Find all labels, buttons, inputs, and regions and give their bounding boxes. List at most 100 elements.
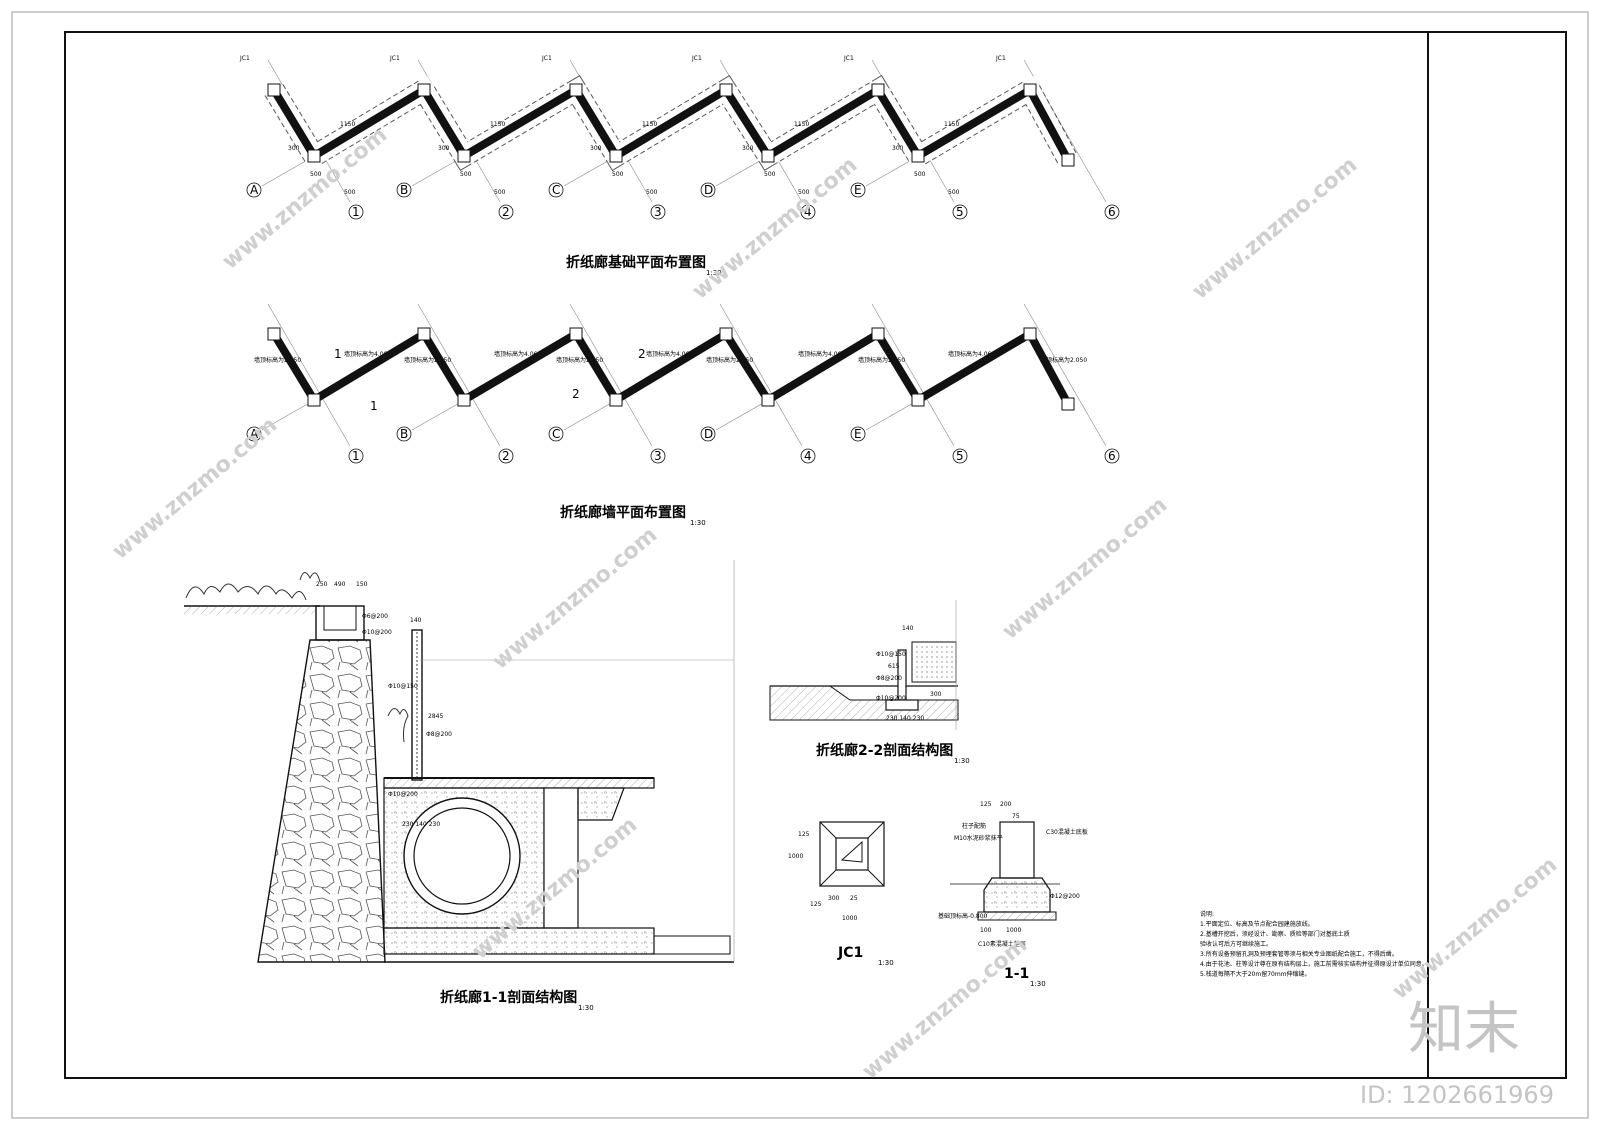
- dim-500: 500: [460, 171, 472, 178]
- axis-bubble-E: [850, 426, 866, 442]
- outer-frame: [11, 11, 1589, 1119]
- wall-plan-title: 折纸廊墙平面布置图: [560, 504, 686, 521]
- watermark-site-8: www.znzmo.com: [858, 933, 1032, 1085]
- planting-symbols-2: [299, 572, 321, 583]
- s22-rebar-b: Φ8@200: [876, 675, 902, 682]
- axis-bubble-6: [1104, 204, 1120, 220]
- d11-base-elev: 基础顶标高-0.800: [938, 912, 988, 920]
- jc1-dim-125: 125: [798, 831, 810, 838]
- d11-dims-top: 125: [980, 801, 992, 808]
- axis-line-number: [871, 303, 955, 447]
- section-marker-1-bottom: 1: [370, 399, 378, 413]
- jc1-tag: JC1: [995, 55, 1006, 62]
- detail-1-1-scale: 1:30: [1030, 980, 1046, 988]
- section-marker-1-top: 1: [334, 347, 342, 361]
- dim-300: 300: [288, 145, 300, 152]
- s22-soil: [769, 685, 959, 721]
- dim-300: 300: [590, 145, 602, 152]
- watermark-site-5: www.znzmo.com: [488, 523, 662, 675]
- deck-slab: [383, 777, 655, 789]
- wall-plan-scale: 1:30: [690, 519, 706, 527]
- coping-planter: [315, 605, 365, 641]
- axis-label-E: E: [854, 183, 862, 197]
- column-node: [1023, 83, 1037, 97]
- dim-500: 500: [798, 189, 810, 196]
- dim-500: 500: [494, 189, 506, 196]
- wall-top-high: 墙顶标高为4.060: [646, 350, 693, 358]
- wall-top-high: 墙顶标高为4.060: [344, 350, 391, 358]
- dim-500: 500: [914, 171, 926, 178]
- column-node: [609, 149, 623, 163]
- s22-planter: [911, 641, 957, 683]
- axis-line-number: [719, 303, 803, 447]
- section-2-2: 140 Φ10@150 615 Φ8@200 Φ10@200 300 230 1…: [769, 600, 959, 730]
- d11-c30: C30混凝土底板: [1046, 828, 1088, 836]
- general-notes: 说明: 1.平面定位、标高及节点配合园建施放线。 2.基槽开挖后，须经设计、勘察…: [1200, 910, 1428, 978]
- axis-label-4: 4: [804, 449, 812, 463]
- column-node: [609, 393, 623, 407]
- dim-250: 250: [316, 581, 328, 588]
- jc1-diag-3: [819, 869, 837, 887]
- s22-rebar-c: Φ10@200: [876, 695, 906, 702]
- watermark-site-9: www.znzmo.com: [1388, 853, 1562, 1005]
- axis-label-1: 1: [352, 449, 360, 463]
- beam-haunch: [577, 787, 625, 821]
- column-node: [267, 83, 281, 97]
- axis-label-B: B: [400, 427, 408, 441]
- foundation-plan-scale: 1:30: [706, 269, 722, 277]
- section-2-2-title: 折纸廊2-2剖面结构图: [816, 742, 953, 759]
- dim-500: 500: [646, 189, 658, 196]
- column-node: [307, 149, 321, 163]
- axis-label-B: B: [400, 183, 408, 197]
- note-line-5: 4.由于花池、柱等设计尊在原有结构层上，施工前需核实结构并征得原设计单位同意。: [1200, 960, 1428, 968]
- coping-planter-inner: [323, 605, 357, 631]
- d11-bed: [977, 911, 1057, 921]
- axis-label-A: A: [250, 427, 259, 441]
- wall-top-low: 墙顶标高为2.050: [254, 356, 301, 364]
- jc1-outer: [819, 821, 885, 887]
- planting-symbols: [185, 583, 307, 601]
- s22-dim-615: 615: [888, 663, 900, 670]
- axis-bubble-A: [246, 182, 262, 198]
- column-node: [457, 393, 471, 407]
- dim-300: 300: [742, 145, 754, 152]
- jc1-dim-1000-h: 1000: [842, 915, 857, 922]
- dim-500: 500: [310, 171, 322, 178]
- detail-1-1-title: 1-1: [1004, 966, 1029, 982]
- axis-bubble-E: [850, 182, 866, 198]
- column-node: [761, 149, 775, 163]
- jc1-tag: JC1: [843, 55, 854, 62]
- section-marker-2-top: 2: [638, 347, 646, 361]
- d11-rebar: Φ12@200: [1050, 893, 1080, 900]
- dim-300: 300: [892, 145, 904, 152]
- axis-bubble-5: [952, 448, 968, 464]
- wall-line: [270, 84, 1072, 162]
- axis-label-3: 3: [654, 205, 662, 219]
- s22-footing: [885, 699, 919, 711]
- column-node: [911, 149, 925, 163]
- section-1-1: 250 490 150 Φ6@200 Φ10@200 140 Φ10@150 2…: [184, 560, 735, 963]
- rebar-label-d: Φ8@200: [426, 731, 452, 738]
- dim-1150: 1150: [642, 121, 657, 128]
- wall-top-low: 墙顶标高为2.050: [556, 356, 603, 364]
- axis-label-D: D: [704, 427, 713, 441]
- axis-label-2: 2: [502, 449, 510, 463]
- base-slab-ext: [653, 935, 731, 955]
- section-marker-2-bottom: 2: [572, 387, 580, 401]
- wall-top-high: 墙顶标高为4.060: [798, 350, 845, 358]
- axis-bubble-B: [396, 426, 412, 442]
- column-node: [719, 327, 733, 341]
- s22-dim-300: 300: [930, 691, 942, 698]
- axis-label-C: C: [552, 427, 560, 441]
- column-node: [569, 327, 583, 341]
- jc1-diag-1: [819, 821, 837, 839]
- culvert-pipe-inner: [413, 807, 511, 905]
- axis-bubble-4: [800, 204, 816, 220]
- axis-line-number: [417, 303, 501, 447]
- column-node: [1061, 153, 1075, 167]
- dim-500: 500: [612, 171, 624, 178]
- jc1-detail: 125 1000 1000 125 25 300: [788, 821, 885, 922]
- dim-500: 500: [948, 189, 960, 196]
- d11-column: [999, 821, 1035, 879]
